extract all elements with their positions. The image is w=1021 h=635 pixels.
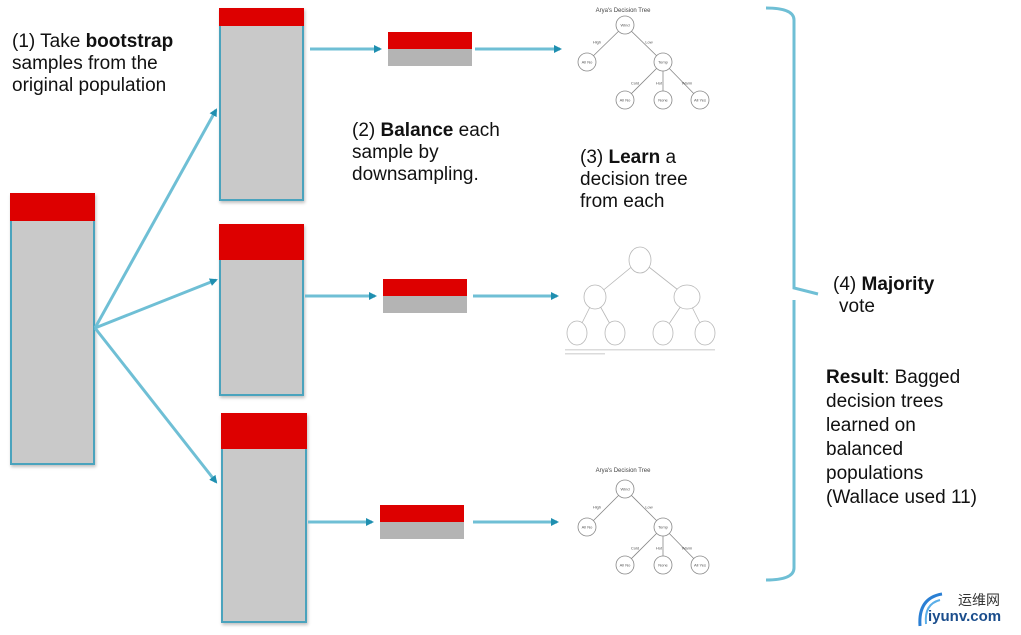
tree-root-node: Wind — [620, 487, 629, 492]
majority-portion — [380, 522, 464, 539]
step-2-prefix: (2) — [352, 120, 381, 141]
tree-node: None — [658, 563, 668, 568]
original-population-bar — [10, 193, 95, 465]
tree-edge-label: High — [593, 505, 601, 510]
tree-edge-label: Hot — [656, 546, 663, 551]
result-line3: learned on — [826, 415, 916, 436]
tree-title: Arya's Decision Tree — [596, 8, 651, 14]
tree-root-node: Wind — [620, 23, 629, 28]
result-keyword: Result — [826, 367, 885, 388]
bootstrap-sample-2 — [219, 224, 304, 396]
minority-portion — [388, 32, 472, 49]
step-3-prefix: (3) — [580, 147, 609, 168]
tree-edge-label: Hot — [656, 81, 663, 86]
arrow-to-sample-2 — [94, 278, 218, 330]
tree-edge-label: Low — [645, 40, 652, 45]
tree-node: All No — [620, 98, 631, 103]
step-3-line3: from each — [580, 191, 665, 212]
minority-portion — [221, 413, 307, 449]
balanced-sample-3 — [380, 505, 464, 539]
tree-node: All No — [582, 60, 593, 65]
step-3-suffix: a — [660, 147, 677, 168]
tree-node: None — [658, 98, 668, 103]
tree-edge-label: Warm — [682, 81, 693, 86]
tree-node: All No — [620, 563, 631, 568]
step-1-line3: original population — [12, 75, 167, 96]
result-line2: decision trees — [826, 391, 944, 412]
tree-node: All Yes — [694, 563, 706, 568]
step-4-prefix: (4) — [833, 274, 862, 295]
minority-portion — [219, 8, 304, 26]
arrow-to-sample-3 — [93, 327, 218, 484]
logo-swoosh-icon — [918, 592, 943, 627]
result-line5: populations — [826, 463, 924, 484]
step-3-keyword: Learn — [608, 147, 661, 168]
bootstrap-sample-1 — [219, 8, 304, 201]
result-line6: (Wallace used 11) — [826, 487, 978, 508]
minority-portion — [10, 193, 95, 221]
bootstrap-sample-3 — [221, 413, 307, 623]
step-1-keyword: bootstrap — [85, 31, 174, 52]
step-2-line3: downsampling. — [352, 164, 479, 185]
step-4-line2: vote — [839, 296, 875, 317]
tree-edge-label: Low — [645, 505, 652, 510]
tree-node: Temp — [658, 60, 669, 65]
step-3-line2: decision tree — [580, 169, 688, 190]
tree-edge-label: Cold — [631, 546, 639, 551]
watermark-logo: 运维网 iyunv.com — [912, 588, 1020, 632]
tree-node: All No — [582, 525, 593, 530]
step-4-label: (4) Majority vote — [833, 274, 934, 318]
tree-node: All Yes — [694, 98, 706, 103]
step-1-prefix: (1) Take — [12, 31, 86, 52]
step-2-label: (2) Balance each sample by downsampling. — [352, 120, 500, 186]
watermark-cn: 运维网 — [958, 592, 1000, 608]
step-2-line2: sample by — [352, 142, 439, 163]
balanced-sample-1 — [388, 32, 472, 66]
majority-vote-brace — [765, 6, 819, 582]
balanced-sample-2 — [383, 279, 467, 313]
step-4-keyword: Majority — [861, 274, 935, 295]
tree-title: Arya's Decision Tree — [596, 468, 651, 474]
step-2-suffix: each — [453, 120, 500, 141]
tree-edge-label: High — [593, 40, 601, 45]
minority-portion — [383, 279, 467, 296]
step-3-label: (3) Learn a decision tree from each — [580, 147, 688, 213]
tree-edge-label: Cold — [631, 81, 639, 86]
watermark-en: iyunv.com — [928, 608, 1002, 625]
majority-portion — [388, 49, 472, 66]
minority-portion — [219, 224, 304, 260]
arrow-to-sample-1 — [93, 108, 218, 329]
result-suffix: : Bagged — [884, 367, 961, 388]
tree-node: Temp — [658, 525, 669, 530]
decision-tree-2 — [565, 246, 716, 355]
step-2-keyword: Balance — [380, 120, 454, 141]
minority-portion — [380, 505, 464, 522]
step-1-line2: samples from the — [12, 53, 158, 74]
result-label: Result: Bagged decision trees learned on… — [826, 366, 977, 510]
result-line4: balanced — [826, 439, 904, 460]
step-1-label: (1) Take bootstrap samples from the orig… — [12, 31, 173, 97]
majority-portion — [383, 296, 467, 313]
tree-edge-label: Warm — [682, 546, 693, 551]
